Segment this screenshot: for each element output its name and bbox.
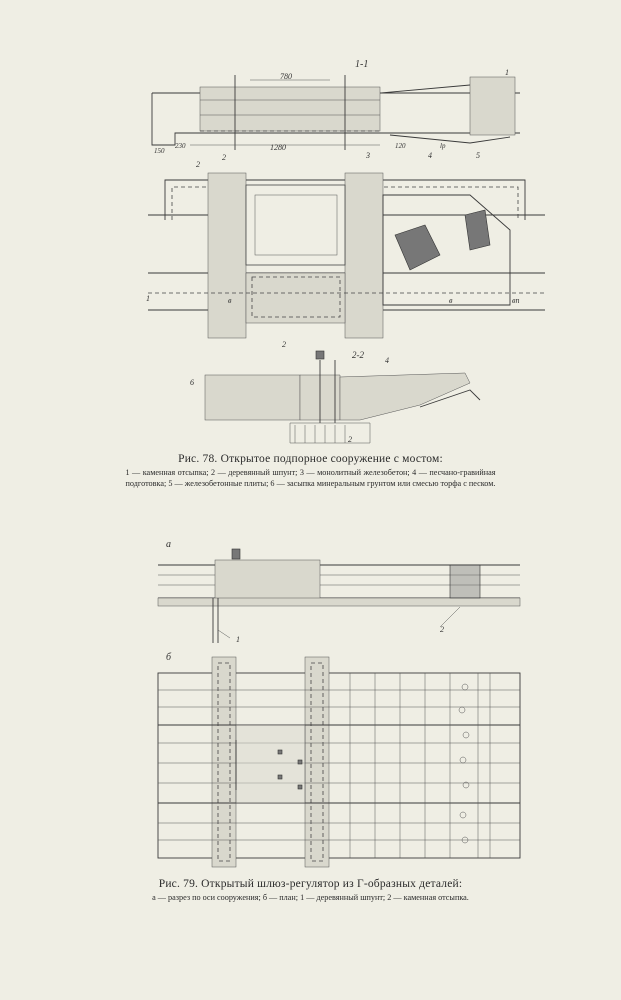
dim-bn: вп [512, 296, 519, 305]
dim-120: 120 [395, 142, 406, 150]
figure-78-title: Рис. 78. Открытое подпорное сооружение с… [178, 453, 443, 465]
plan-b-view: б [157, 652, 521, 868]
figure-78-legend: 1 — каменная отсыпка; 2 — деревянный шпу… [125, 468, 496, 488]
dim-1280: 1280 [270, 143, 286, 152]
mark-plan-1: 1 [146, 294, 150, 303]
dim-150: 150 [154, 147, 165, 155]
mark-3: 3 [365, 151, 370, 160]
figure-79-drawing: а 1 2 б [0, 535, 621, 875]
figure-78-drawing: 1-1 780 1280 230 150 120 lp 1 2 3 4 5 [0, 55, 621, 450]
dim-780: 780 [280, 72, 292, 81]
mark-2-2-4: 4 [385, 356, 389, 365]
mark-2-2-2: 2 [348, 435, 352, 444]
mark-a-1: 1 [236, 635, 240, 644]
dim-b-left: в [228, 296, 232, 305]
section-1-1-label: 1-1 [355, 59, 368, 70]
label-a: а [166, 539, 171, 550]
mark-5: 5 [476, 151, 480, 160]
mark-plan-2-top: 2 [196, 160, 200, 169]
figure-79-title: Рис. 79. Открытый шлюз-регулятор из Г-об… [158, 878, 463, 890]
mark-2: 2 [222, 153, 226, 162]
section-2-2-view: 2-2 6 4 2 [190, 350, 481, 444]
section-2-2-label: 2-2 [352, 350, 364, 360]
section-1-1-view: 1-1 780 1280 230 150 120 lp 1 2 3 4 5 [151, 59, 520, 162]
figure-79-legend: а — разрез по оси сооружения; б — план; … [152, 893, 469, 902]
label-b: б [166, 652, 172, 663]
mark-1: 1 [505, 68, 509, 77]
dim-230: 230 [175, 142, 186, 150]
figure-79-caption: Рис. 79. Открытый шлюз-регулятор из Г-об… [0, 878, 621, 903]
plan-view: 1 в в вп 2 2 [146, 160, 545, 349]
mark-2-2-6: 6 [190, 378, 194, 387]
figure-78-caption: Рис. 78. Открытое подпорное сооружение с… [0, 453, 621, 489]
dim-b-right: в [449, 296, 453, 305]
mark-a-2: 2 [440, 625, 444, 634]
mark-4: 4 [428, 151, 432, 160]
mark-plan-2-bottom: 2 [282, 340, 286, 349]
section-a-view: а 1 2 [157, 539, 521, 644]
dim-lp: lp [440, 142, 446, 150]
